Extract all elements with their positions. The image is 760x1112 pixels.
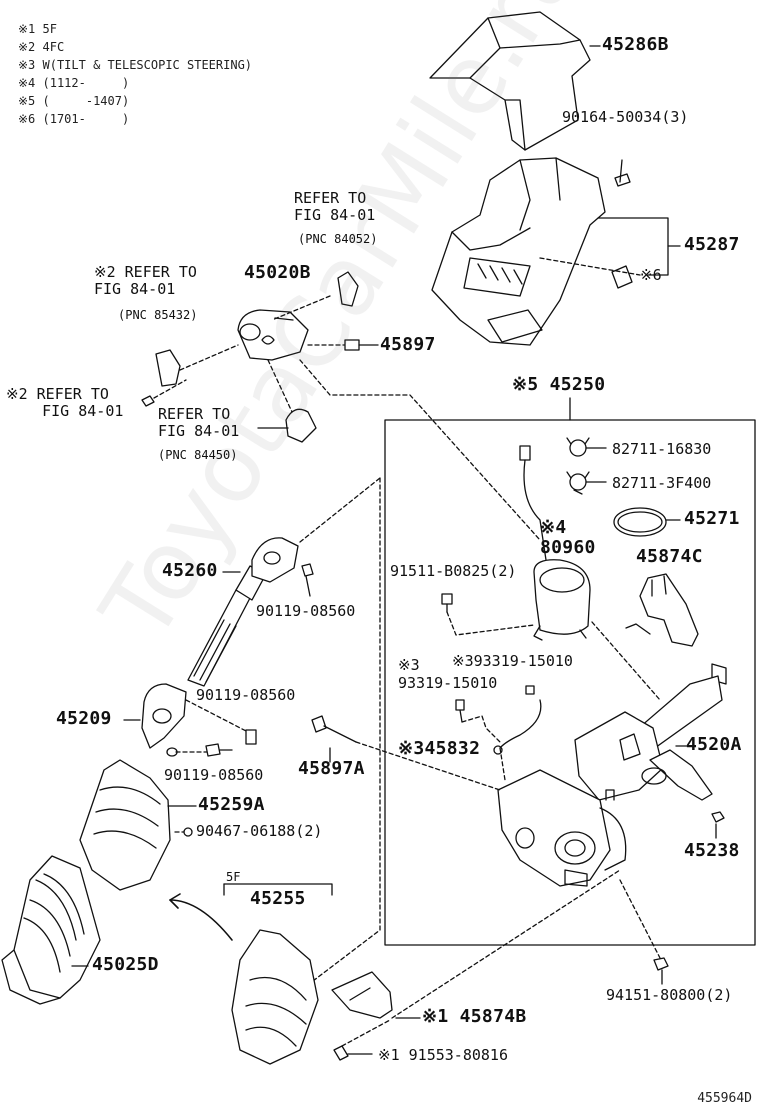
cover-45259A-part [79, 759, 171, 891]
intermediate-shaft-part [187, 537, 299, 687]
screw-90164-part [614, 159, 631, 187]
note-3: ※3 W(TILT & TELESCOPIC STEERING) [18, 58, 253, 72]
label-refer-fig-84-01-left[interactable]: ※2 REFER TO FIG 84-01 [94, 263, 197, 298]
label-45238[interactable]: 45238 [684, 840, 740, 861]
label-pnc-85432: (PNC 85432) [118, 308, 198, 322]
label-45250[interactable]: ※5 45250 [512, 374, 606, 395]
label-refer-fig-84-01-left2[interactable]: ※2 REFER TO FIG 84-01 [6, 385, 124, 420]
screw-93319-upper-part [525, 685, 535, 695]
label-45832[interactable]: ※345832 [398, 738, 481, 759]
small-clip-part [141, 395, 155, 407]
universal-joint-45209-part [141, 683, 187, 757]
label-82711-3F400[interactable]: 82711-3F400 [612, 474, 712, 492]
label-refer-fig-84-01-top[interactable]: REFER TO FIG 84-01 [294, 189, 376, 224]
screw-93319-lower-part [455, 699, 465, 723]
label-90467-06188[interactable]: 90467-06188(2) [196, 822, 323, 840]
bolt-90119-b-part [245, 729, 257, 745]
label-45209[interactable]: 45209 [56, 708, 112, 729]
label-45874C[interactable]: 45874C [636, 546, 703, 567]
diagram-code: 455964D [697, 1091, 752, 1106]
steering-column-assembly-part [497, 663, 727, 887]
ignition-switch-part [237, 309, 309, 361]
connector-85432-part [155, 349, 181, 387]
bolt-45897-part [344, 339, 379, 351]
label-note6-sticker: ※6 [640, 266, 662, 284]
label-90119-08560-b[interactable]: 90119-08560 [196, 686, 296, 704]
label-45020B[interactable]: 45020B [244, 262, 311, 283]
clip-82711-16830-part [566, 437, 607, 457]
bolt-90119-a-part [301, 563, 314, 597]
ground-wire-45832-part [493, 699, 542, 755]
band-45271-part [613, 507, 681, 537]
nut-45238-part [711, 811, 725, 823]
sensor-80960-part [519, 445, 591, 641]
label-94151-80800[interactable]: 94151-80800(2) [606, 986, 733, 1004]
bracket-45874C-part [625, 573, 699, 647]
label-82711-16830[interactable]: 82711-16830 [612, 440, 712, 458]
bracket-45874B-part [331, 971, 393, 1019]
label-45897A[interactable]: 45897A [298, 758, 365, 779]
connector-84450-part [285, 408, 317, 443]
bolt-45897A-part [311, 715, 357, 743]
label-pnc-84052: (PNC 84052) [298, 232, 378, 246]
connector-84052-part [337, 271, 359, 307]
label-sticker-part [611, 265, 633, 289]
washer-90467-part [183, 827, 193, 837]
label-93319-15010-b[interactable]: ※3 93319-15010 [398, 656, 498, 692]
boot-45025D-part [1, 855, 101, 1005]
cover-45255-part [231, 929, 319, 1065]
label-93319-15010-a[interactable]: ※393319-15010 [452, 652, 573, 670]
upper-column-cover-part [429, 11, 591, 151]
label-4520A[interactable]: 4520A [686, 734, 742, 755]
label-45897[interactable]: 45897 [380, 334, 436, 355]
note-4: ※4 (1112- ) [18, 76, 130, 90]
lower-column-cover-part [431, 157, 606, 346]
label-refer-fig-84-01-mid[interactable]: REFER TO FIG 84-01 [158, 405, 240, 440]
label-80960[interactable]: ※4 80960 [540, 517, 596, 558]
nut-94151-part [653, 957, 669, 971]
note-2: ※2 4FC [18, 40, 65, 54]
note-6: ※6 (1701- ) [18, 112, 130, 126]
label-90119-08560-a[interactable]: 90119-08560 [256, 602, 356, 620]
label-45259A[interactable]: 45259A [198, 794, 265, 815]
bolt-91511-part [441, 593, 453, 613]
label-90164-50034[interactable]: 90164-50034(3) [562, 108, 689, 126]
label-45271[interactable]: 45271 [684, 508, 740, 529]
label-45025D[interactable]: 45025D [92, 954, 159, 975]
label-45874B[interactable]: ※1 45874B [422, 1006, 527, 1027]
bolt-90119-c-part [205, 743, 233, 757]
note-1: ※1 5F [18, 22, 57, 36]
label-45287[interactable]: 45287 [684, 234, 740, 255]
clip-82711-3F400-part [566, 471, 607, 495]
label-90119-08560-c[interactable]: 90119-08560 [164, 766, 264, 784]
label-91511-B0825[interactable]: 91511-B0825(2) [390, 562, 517, 580]
label-5f: 5F [226, 870, 241, 884]
note-5: ※5 ( -1407) [18, 94, 130, 108]
label-pnc-84450: (PNC 84450) [158, 448, 238, 462]
label-45286B[interactable]: 45286B [602, 34, 669, 55]
label-91553-80816[interactable]: ※1 91553-80816 [378, 1046, 508, 1064]
label-45260[interactable]: 45260 [162, 560, 218, 581]
bolt-91553-part [333, 1045, 373, 1061]
label-45255[interactable]: 45255 [250, 888, 306, 909]
